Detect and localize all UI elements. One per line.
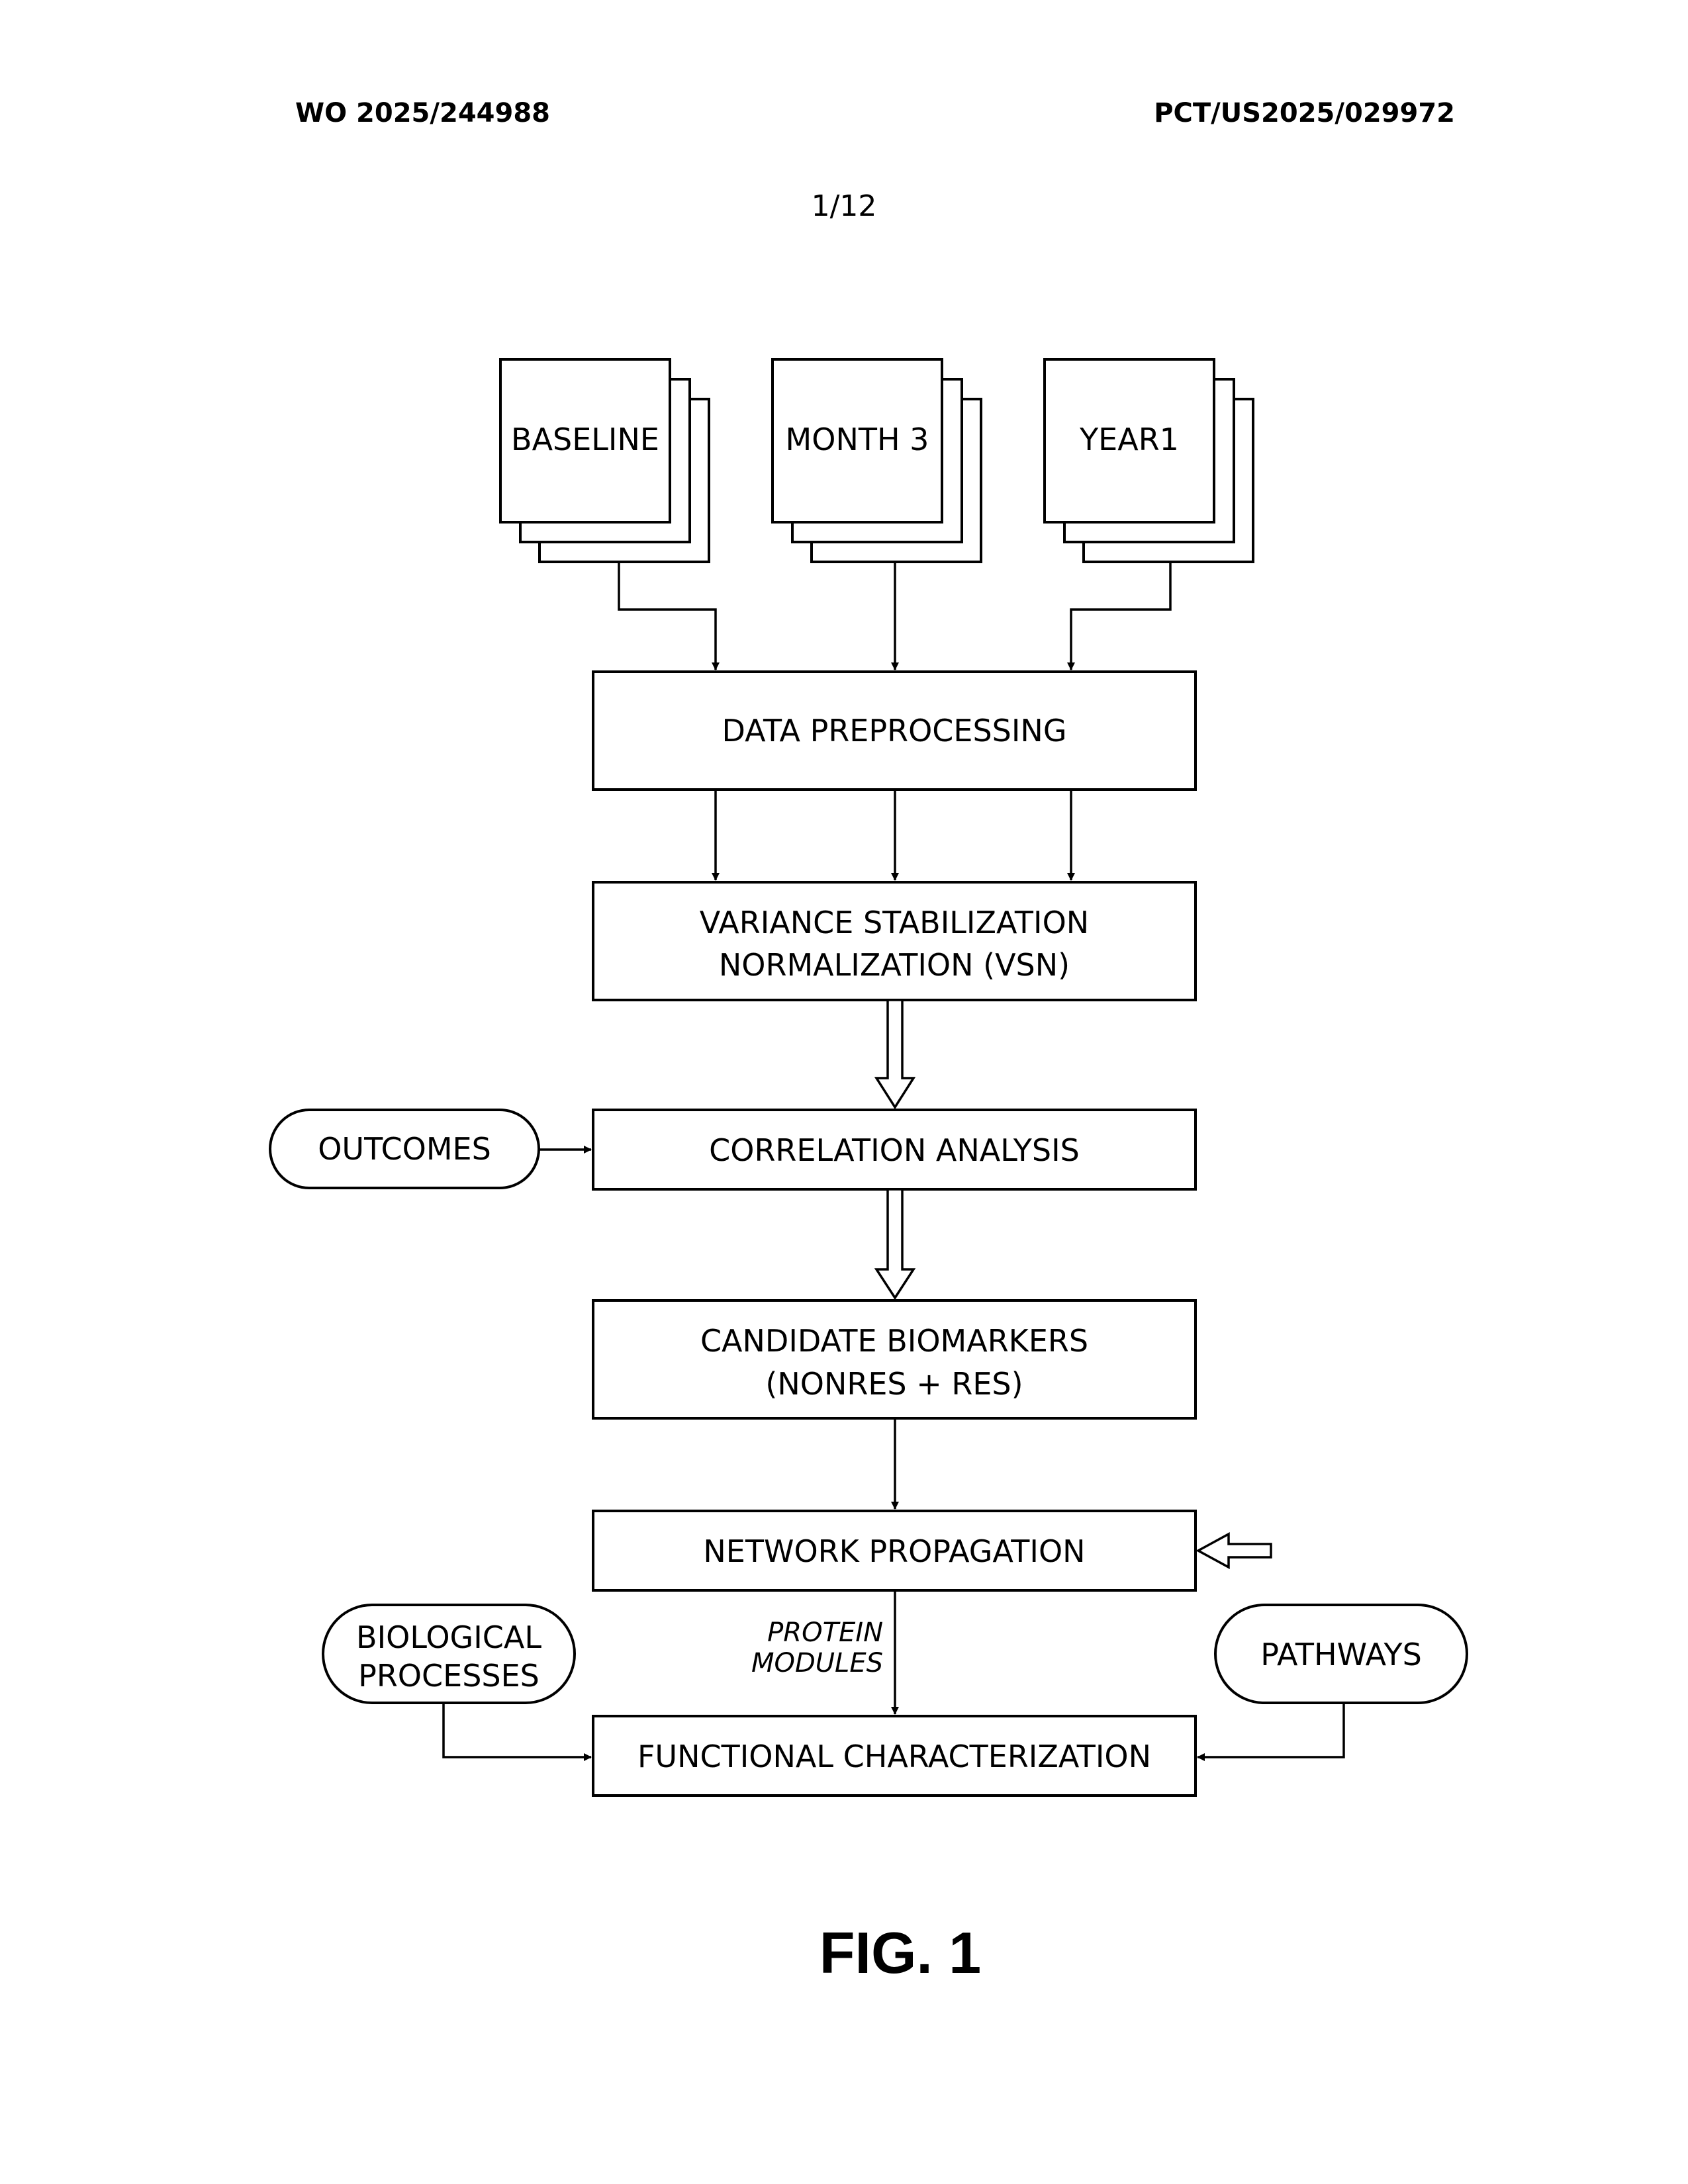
protein-edge-label: PROTEIN — [767, 1617, 883, 1648]
year1-label: YEAR1 — [1079, 422, 1179, 457]
candidate-biomarkers-label-line2: (NONRES + RES) — [765, 1366, 1023, 1402]
figure-label: FIG. 1 — [0, 1919, 1688, 1987]
biological-processes-label-line1: BIOLOGICAL — [356, 1619, 541, 1655]
month3-document-stack — [773, 359, 981, 562]
pathways-label: PATHWAYS — [1260, 1637, 1422, 1672]
data-preprocessing-label: DATA PREPROCESSING — [722, 713, 1066, 749]
vsn-label-line2: NORMALIZATION (VSN) — [719, 947, 1070, 983]
month3-label: MONTH 3 — [786, 422, 929, 457]
candidate-biomarkers-label-line1: CANDIDATE BIOMARKERS — [700, 1323, 1088, 1359]
hollow-arrow-vsn-to-correlation — [876, 1000, 914, 1107]
baseline-label: BASELINE — [511, 422, 659, 457]
functional-characterization-label: FUNCTIONAL CHARACTERIZATION — [637, 1739, 1151, 1774]
modules-edge-label: MODULES — [751, 1648, 883, 1678]
biological-processes-label-line2: PROCESSES — [358, 1658, 539, 1694]
network-propagation-label: NETWORK PROPAGATION — [703, 1533, 1085, 1569]
baseline-document-stack — [500, 359, 709, 562]
outcomes-label: OUTCOMES — [318, 1131, 491, 1167]
correlation-analysis-label: CORRELATION ANALYSIS — [709, 1132, 1080, 1168]
year1-document-stack — [1045, 359, 1253, 562]
hollow-input-arrow-icon — [1198, 1534, 1271, 1567]
hollow-arrow-correlation-to-candidates — [876, 1189, 914, 1298]
vsn-label-line1: VARIANCE STABILIZATION — [700, 905, 1089, 940]
